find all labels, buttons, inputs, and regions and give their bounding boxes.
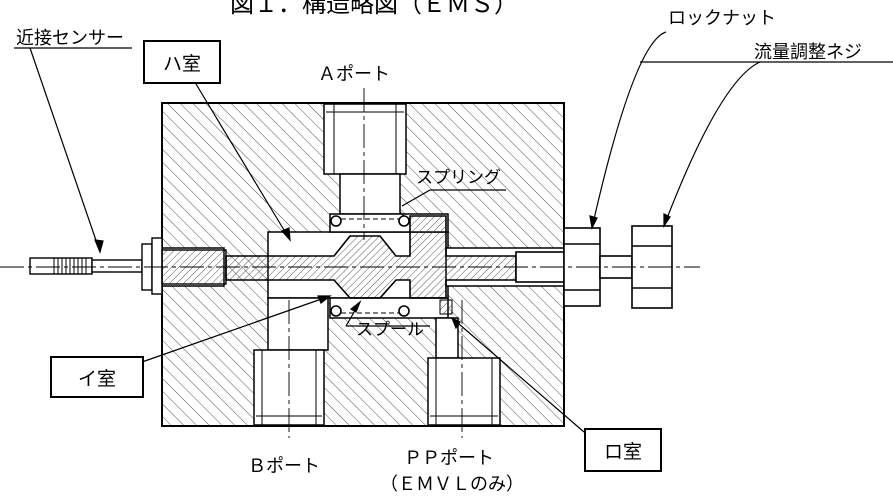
port-threads — [256, 104, 498, 425]
lock-nut-label: ロックナット — [668, 8, 776, 29]
chamber-ro-label: ロ室 — [584, 428, 662, 472]
proximity-sensor-body — [29, 237, 227, 295]
proximity-sensor-label: 近接センサー — [16, 28, 124, 49]
flow-adjust-screw-label: 流量調整ネジ — [754, 42, 862, 63]
port-pp-note: （ＥＭＶＬのみ） — [380, 474, 524, 495]
sensor-coil — [53, 258, 87, 274]
center-lines — [0, 88, 700, 438]
chamber-i-label: イ室 — [50, 356, 144, 398]
port-b-label: Ｂポート — [248, 456, 320, 477]
spring-label: スプリング — [416, 168, 501, 188]
springs — [330, 215, 410, 317]
diagram-title: 図１．構造略図（ＥＭＳ） — [230, 0, 518, 18]
port-pp-label: ＰＰポート — [404, 448, 494, 469]
port-a-label: Ａポート — [318, 64, 390, 85]
leader-lines — [14, 31, 893, 433]
chamber-ha-label: ハ室 — [143, 40, 221, 84]
spool-label: スプール — [356, 320, 424, 340]
